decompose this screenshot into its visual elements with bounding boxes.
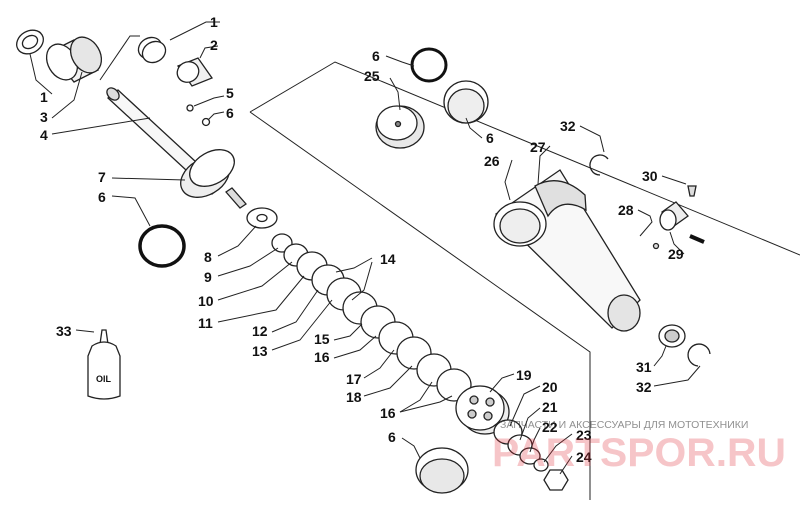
retaining-ring-part-32b <box>687 343 711 367</box>
callout-22: 22 <box>542 419 558 435</box>
end-cap-part-7 <box>180 149 247 209</box>
callout-31: 31 <box>636 359 652 375</box>
callout-4: 4 <box>40 127 48 143</box>
callout-11: 11 <box>198 315 213 331</box>
callout-8: 8 <box>204 249 212 265</box>
watermark-tagline: ЗАПЧАСТИ И АКСЕССУАРЫ ДЛЯ МОТОТЕХНИКИ <box>500 419 748 431</box>
callout-18: 18 <box>346 389 362 405</box>
callout-27: 27 <box>530 139 546 155</box>
valve-stack <box>246 207 569 491</box>
bushing-part-1b <box>137 36 167 64</box>
sleeve-part-2 <box>176 57 214 87</box>
bearing-part-31 <box>658 324 686 348</box>
assembly-frame-lines <box>99 35 800 500</box>
callout-24: 24 <box>576 449 592 465</box>
callout-6: 6 <box>372 48 380 64</box>
o-ring-top-part-6 <box>410 47 448 83</box>
callout-13: 13 <box>252 343 268 359</box>
callout-15: 15 <box>314 331 330 347</box>
callout-20: 20 <box>542 379 558 395</box>
callout-1: 1 <box>210 14 218 30</box>
eyelet-part-3 <box>45 36 103 83</box>
retaining-ring-part-32 <box>589 154 609 176</box>
callout-10: 10 <box>198 293 214 309</box>
seal-ring-part-6 <box>443 80 489 124</box>
leader-lines <box>29 21 701 475</box>
callout-1: 1 <box>40 89 48 105</box>
callout-5: 5 <box>226 85 234 101</box>
callout-28: 28 <box>618 202 634 218</box>
callout-14: 14 <box>380 251 396 267</box>
callout-33: 33 <box>56 323 72 339</box>
callout-9: 9 <box>204 269 212 285</box>
callout-6: 6 <box>486 130 494 146</box>
label-part-27 <box>534 180 587 218</box>
callout-32: 32 <box>560 118 576 134</box>
callout-29: 29 <box>668 246 684 262</box>
callout-7: 7 <box>98 169 106 185</box>
body-tube-part-26 <box>493 169 641 332</box>
callout-17: 17 <box>346 371 362 387</box>
callout-3: 3 <box>40 109 48 125</box>
callout-25: 25 <box>364 68 380 84</box>
callout-21: 21 <box>542 399 558 415</box>
oil-label: OIL <box>96 374 112 384</box>
oil-bottle-part-33: OIL <box>87 329 121 400</box>
callout-6: 6 <box>388 429 396 445</box>
callout-32: 32 <box>636 379 652 395</box>
piston-head-part-25 <box>375 105 425 149</box>
watermark-brand: PARTSPOR.RU <box>492 431 786 475</box>
callout-19: 19 <box>516 367 532 383</box>
callout-26: 26 <box>484 153 500 169</box>
callout-12: 12 <box>252 323 268 339</box>
small-washers-part-5-6 <box>186 104 211 127</box>
callout-2: 2 <box>210 37 218 53</box>
bushing-part-1 <box>16 29 44 55</box>
valve-cap-part-28-30 <box>652 185 705 250</box>
seal-band-part-6 <box>415 447 469 494</box>
callout-6: 6 <box>226 105 234 121</box>
callout-6: 6 <box>98 189 106 205</box>
callout-30: 30 <box>642 168 658 184</box>
callout-16: 16 <box>314 349 330 365</box>
watermark: ЗАПЧАСТИ И АКСЕССУАРЫ ДЛЯ МОТОТЕХНИКИ PA… <box>492 419 786 475</box>
callout-labels: 1 2 1 3 4 5 6 7 6 8 9 10 11 12 13 14 15 … <box>40 14 684 465</box>
callout-23: 23 <box>576 427 592 443</box>
callout-16: 16 <box>380 405 396 421</box>
o-ring-part-6 <box>138 224 186 268</box>
